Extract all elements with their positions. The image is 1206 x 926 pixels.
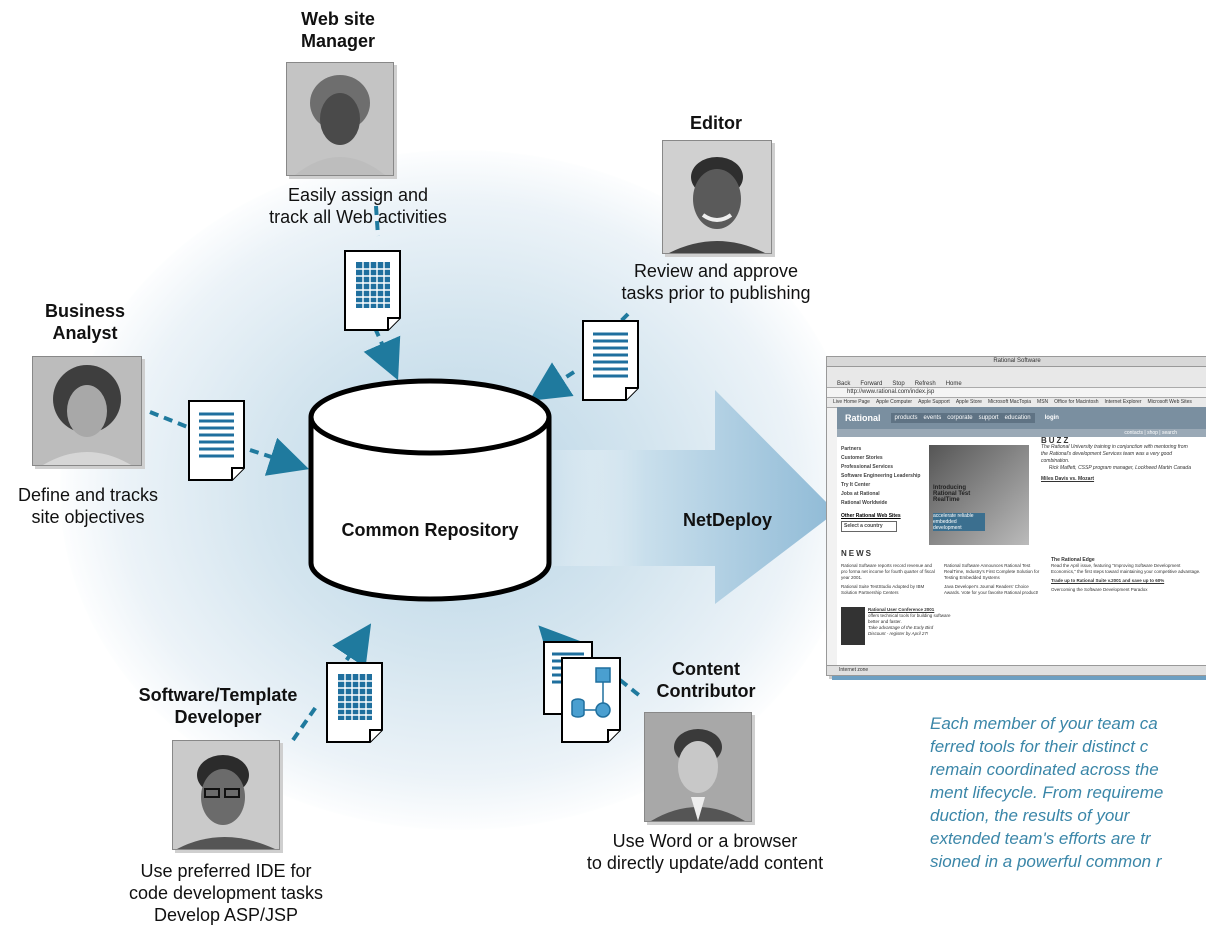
address-bar: http://www.rational.com/index.jsp xyxy=(827,388,1206,398)
browser-content: Rational products events corporate suppo… xyxy=(837,407,1206,665)
address-input[interactable]: http://www.rational.com/index.jsp xyxy=(847,389,935,395)
browser-window: Rational Software Back Forward Stop Refr… xyxy=(826,356,1206,676)
favorite-link[interactable]: Apple Store xyxy=(955,399,982,405)
document-stack-icon xyxy=(543,641,621,743)
news-item[interactable]: Rational Software Announces Rational Tes… xyxy=(944,563,1040,580)
buzz-link[interactable]: Miles Davis vs. Mozart xyxy=(1041,476,1095,482)
favorite-link[interactable]: Office for Macintosh xyxy=(1054,399,1099,405)
back-button[interactable]: Back xyxy=(837,381,851,387)
status-bar: Internet zone xyxy=(827,665,1206,675)
editor-photo xyxy=(662,140,772,254)
edge-title: The Rational Edge xyxy=(1051,557,1095,563)
nav-products[interactable]: products xyxy=(894,415,918,421)
left-link[interactable]: Partners xyxy=(841,446,862,452)
login-link[interactable]: login xyxy=(1044,415,1059,421)
hero-text: Introducing Rational Test RealTime xyxy=(933,485,971,503)
buzz-panel: BUZZ The Rational University training in… xyxy=(1041,437,1191,483)
contacts-bar: contacts | shop | search xyxy=(837,429,1206,437)
text-document-icon xyxy=(188,400,245,481)
news-item[interactable]: Java Developer's Journal Readers' Choice… xyxy=(944,584,1039,595)
site-nav: products events corporate support educat… xyxy=(890,413,1035,423)
web-manager-photo xyxy=(286,62,394,176)
news-item[interactable]: Rational Software reports record revenue… xyxy=(841,563,935,580)
left-link[interactable]: Professional Services xyxy=(841,464,893,470)
nav-events[interactable]: events xyxy=(923,415,942,421)
news-list: Rational Software reports record revenue… xyxy=(841,563,1041,596)
favorite-link[interactable]: Microsoft Web Sites xyxy=(1147,399,1192,405)
refresh-button[interactable]: Refresh xyxy=(914,381,936,387)
browser-titlebar: Rational Software xyxy=(827,357,1206,367)
other-sites-link[interactable]: Other Rational Web Sites xyxy=(841,513,901,519)
home-button[interactable]: Home xyxy=(945,381,962,387)
contributor-photo xyxy=(644,712,752,822)
left-link[interactable]: Rational Worldwide xyxy=(841,500,888,506)
netdeploy-arrow xyxy=(540,390,836,604)
left-link[interactable]: Try It Center xyxy=(841,482,871,488)
left-links: Partners Customer Stories Professional S… xyxy=(841,445,921,532)
conference-block: Rational User Conference 2001 offers tec… xyxy=(841,607,951,645)
favorite-link[interactable]: Apple Support xyxy=(918,399,950,405)
caption-text: Each member of your team ca ferred tools… xyxy=(930,714,1164,871)
buzz-title: BUZZ xyxy=(1041,436,1071,445)
nav-corporate[interactable]: corporate xyxy=(947,415,973,421)
repository-label: Common Repository xyxy=(341,520,519,540)
conference-link[interactable]: Take advantage of the Early Bird Discoun… xyxy=(868,625,934,636)
conference-image xyxy=(841,607,865,645)
country-select[interactable]: Select a country xyxy=(841,521,897,532)
edge-block: The Rational Edge Read the April issue, … xyxy=(1051,557,1201,593)
spreadsheet-document-icon xyxy=(344,250,401,331)
edge-text: Read the April issue, featuring "Improvi… xyxy=(1051,563,1201,574)
favorite-link[interactable]: MSN xyxy=(1037,399,1049,405)
buzz-author: Rick Maffett, CSSP program manager, Lock… xyxy=(1048,465,1191,471)
stop-button[interactable]: Stop xyxy=(892,381,905,387)
browser-shadow-bar xyxy=(832,676,1206,680)
favorite-link[interactable]: Microsoft MacTopia xyxy=(987,399,1032,405)
news-item[interactable]: Rational Suite TestStudio Adopted by IBM… xyxy=(841,584,925,595)
repository-cylinder xyxy=(308,378,552,602)
nav-education[interactable]: education xyxy=(1004,415,1031,421)
browser-toolbar: Back Forward Stop Refresh Home xyxy=(827,367,1206,388)
edge-link[interactable]: Trade up to Rational Suite v.2001 and sa… xyxy=(1051,578,1165,583)
forward-button[interactable]: Forward xyxy=(860,381,883,387)
editor-title: Editor xyxy=(690,113,742,133)
spreadsheet-document-icon xyxy=(326,662,383,743)
news-title: NEWS xyxy=(841,549,873,558)
favorite-link[interactable]: Internet Explorer xyxy=(1104,399,1142,405)
business-analyst-photo xyxy=(32,356,142,466)
edge-text2: Overcoming the Software Development Para… xyxy=(1051,587,1148,592)
site-logo: Rational xyxy=(845,413,881,423)
hero-subtext: accelerate reliable embedded development xyxy=(933,513,985,531)
left-link[interactable]: Jobs at Rational xyxy=(841,491,880,497)
left-link[interactable]: Customer Stories xyxy=(841,455,883,461)
netdeploy-label: NetDeploy xyxy=(683,510,773,530)
nav-support[interactable]: support xyxy=(978,415,999,421)
conference-title[interactable]: Rational User Conference 2001 xyxy=(868,607,935,612)
conference-text: offers technical tools for building soft… xyxy=(868,613,951,624)
site-header: Rational products events corporate suppo… xyxy=(837,407,1206,429)
text-document-icon xyxy=(582,320,639,401)
left-link[interactable]: Software Engineering Leadership xyxy=(841,473,921,479)
favorite-link[interactable]: Apple Computer xyxy=(875,399,913,405)
developer-photo xyxy=(172,740,280,850)
buzz-quote: The Rational University training in conj… xyxy=(1041,444,1188,464)
favorite-link[interactable]: Live Home Page xyxy=(833,399,870,405)
hero-image: Introducing Rational Test RealTime accel… xyxy=(929,445,1029,545)
